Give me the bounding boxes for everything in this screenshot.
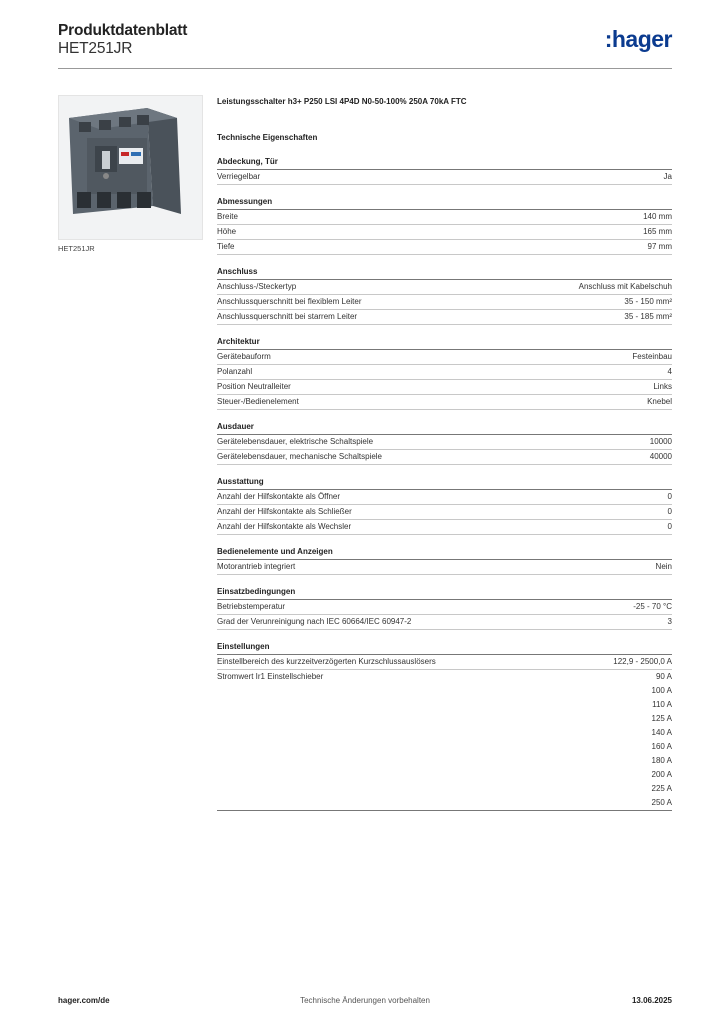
datasheet-content: Leistungsschalter h3+ P250 LSI 4P4D N0-5… [217,95,672,811]
section-title: Bedienelemente und Anzeigen [217,545,672,560]
property-label: Gerätebauform [217,352,271,361]
property-label: Anzahl der Hilfskontakte als Öffner [217,492,341,501]
property-value: 40000 [649,452,672,461]
section-title: Ausdauer [217,420,672,435]
footer-note: Technische Änderungen vorbehalten [300,996,430,1005]
image-caption: HET251JR [58,244,95,253]
page-title: Produktdatenblatt [58,22,188,39]
property-label: Anschluss-/Steckertyp [217,282,297,291]
footer-date: 13.06.2025 [631,996,672,1005]
property-label: Anzahl der Hilfskontakte als Wechsler [217,522,352,531]
property-label: Breite [217,212,238,221]
section-title: Einstellungen [217,640,672,655]
property-label: Motorantrieb integriert [217,562,296,571]
section-title: Abmessungen [217,195,672,210]
property-value: 122,9 - 2500,0 A [613,657,672,666]
circuit-breaker-image [69,108,181,214]
property-label: Grad der Verunreinigung nach IEC 60664/I… [217,617,412,626]
property-label: Gerätelebensdauer, mechanische Schaltspi… [217,452,382,461]
property-value: Anschluss mit Kabelschuh [578,282,672,291]
property-label: Höhe [217,227,237,236]
property-value: 97 mm [647,242,672,251]
property-value: 4 [667,367,672,376]
footer-website: hager.com/de [58,996,110,1005]
header-divider [58,68,672,69]
property-value: 3 [667,617,672,626]
property-row: Anschlussquerschnitt bei starrem Leiter 3… [217,310,672,325]
property-row: Gerätebauform Festeinbau [217,350,672,365]
page-footer: hager.com/de Technische Änderungen vorbe… [58,996,672,1008]
property-label: Stromwert Ir1 Einstellschieber [217,672,324,681]
section-title: Abdeckung, Tür [217,155,672,170]
property-value: 0 [667,522,672,531]
property-value: Nein [655,562,672,571]
product-image [58,95,203,240]
section-title: Ausstattung [217,475,672,490]
page-header: Produktdatenblatt HET251JR :hager [58,22,673,68]
property-row: Anschluss-/Steckertyp Anschluss mit Kabel… [217,280,672,295]
property-value: Knebel [647,397,672,406]
property-value: Links [653,382,672,391]
property-value: Festeinbau [632,352,672,361]
property-row: Höhe 165 mm [217,225,672,240]
property-row: Stromwert Ir1 Einstellschieber 90 A 100 A… [217,670,672,811]
property-row: Anzahl der Hilfskontakte als Öffner 0 [217,490,672,505]
property-label: Polanzahl [217,367,253,376]
property-label: Tiefe [217,242,235,251]
property-label: Anzahl der Hilfskontakte als Schließer [217,507,352,516]
section-title: Architektur [217,335,672,350]
property-label: Anschlussquerschnitt bei starrem Leiter [217,312,358,321]
property-label: Steuer-/Bedienelement [217,397,299,406]
property-value: 0 [667,492,672,501]
property-row: Anschlussquerschnitt bei flexiblem Leite… [217,295,672,310]
property-value: 165 mm [643,227,672,236]
property-row: Tiefe 97 mm [217,240,672,255]
property-row: Einstellbereich des kurzzeitverzögerten … [217,655,672,670]
product-code: HET251JR [58,40,133,57]
property-value: 90 A 100 A 110 A 125 A 140 A 160 A 180 A… [651,672,672,807]
property-row: Motorantrieb integriert Nein [217,560,672,575]
property-value: 35 - 150 mm² [624,297,672,306]
section-title: Einsatzbedingungen [217,585,672,600]
technical-properties-title: Technische Eigenschaften [217,133,318,142]
property-value: 0 [667,507,672,516]
property-label: Verriegelbar [217,172,261,181]
property-value: Ja [663,172,672,181]
property-row: Gerätelebensdauer, elektrische Schaltspi… [217,435,672,450]
property-row: Gerätelebensdauer, mechanische Schaltspi… [217,450,672,465]
property-value: 140 mm [643,212,672,221]
property-row: Verriegelbar Ja [217,170,672,185]
property-value: -25 - 70 °C [633,602,672,611]
property-row: Grad der Verunreinigung nach IEC 60664/I… [217,615,672,630]
property-label: Betriebstemperatur [217,602,286,611]
property-label: Einstellbereich des kurzzeitverzögerten … [217,657,436,666]
property-row: Position Neutralleiter Links [217,380,672,395]
property-label: Anschlussquerschnitt bei flexiblem Leite… [217,297,362,306]
property-label: Position Neutralleiter [217,382,291,391]
property-row: Steuer-/Bedienelement Knebel [217,395,672,410]
hager-logo: :hager [604,26,673,52]
property-row: Betriebstemperatur -25 - 70 °C [217,600,672,615]
property-row: Polanzahl 4 [217,365,672,380]
section-title: Anschluss [217,265,672,280]
property-value: 10000 [649,437,672,446]
product-name: Leistungsschalter h3+ P250 LSI 4P4D N0-5… [217,97,467,106]
property-row: Anzahl der Hilfskontakte als Wechsler 0 [217,520,672,535]
property-row: Anzahl der Hilfskontakte als Schließer 0 [217,505,672,520]
property-row: Breite 140 mm [217,210,672,225]
property-label: Gerätelebensdauer, elektrische Schaltspi… [217,437,374,446]
property-value: 35 - 185 mm² [624,312,672,321]
